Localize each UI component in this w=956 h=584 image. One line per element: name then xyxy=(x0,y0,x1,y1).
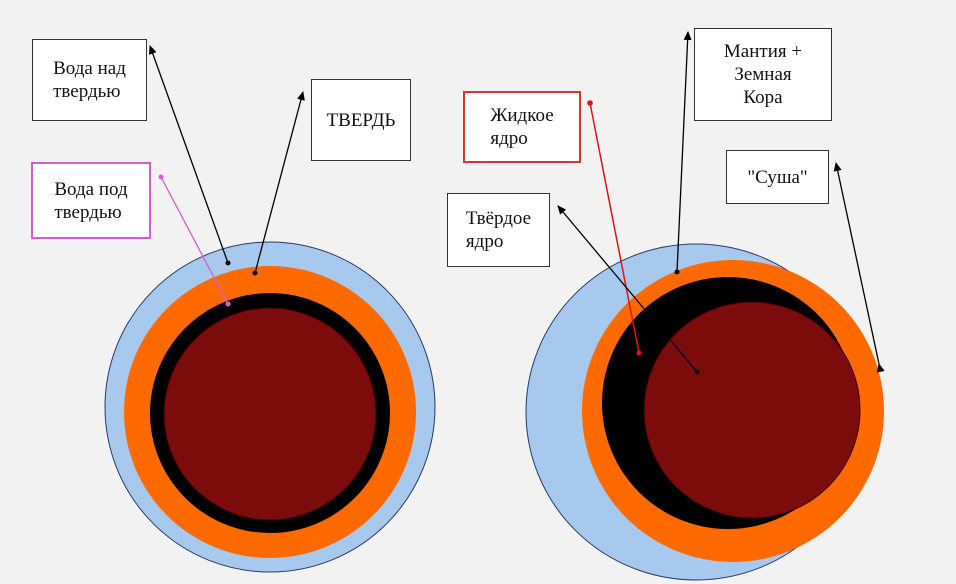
label-liquid-core: Жидкое ядро xyxy=(463,91,581,163)
right-core xyxy=(643,301,861,519)
arrow-liquid-core-end xyxy=(636,350,642,356)
left-core xyxy=(163,307,377,521)
arrow-solid-core-dot xyxy=(694,369,700,375)
label-solid-core: Твёрдое ядро xyxy=(447,193,550,267)
right-globe xyxy=(525,243,884,581)
arrow-water-below xyxy=(160,176,229,305)
arrow-liquid-core-dot xyxy=(587,100,593,106)
label-firmament: ТВЕРДЬ xyxy=(311,79,411,161)
arrow-water-below-dot xyxy=(158,174,164,180)
label-water-above: Вода над твердью xyxy=(32,39,147,121)
arrow-water-below-end xyxy=(225,301,231,307)
arrow-water-above-dot xyxy=(225,260,231,266)
label-water-below: Вода под твердью xyxy=(31,162,151,239)
label-mantle-crust: Мантия + Земная Кора xyxy=(694,28,832,121)
arrow-mantle xyxy=(676,31,692,273)
arrow-liquid-core xyxy=(589,102,640,354)
arrow-firmament-dot xyxy=(252,270,258,276)
arrow-land xyxy=(833,162,885,373)
arrow-solid-core xyxy=(557,205,698,373)
label-land: "Суша" xyxy=(726,150,829,204)
arrow-firmament xyxy=(254,91,305,274)
arrow-mantle-dot xyxy=(674,269,680,275)
left-globe xyxy=(104,241,436,573)
arrow-water-above xyxy=(148,45,229,264)
